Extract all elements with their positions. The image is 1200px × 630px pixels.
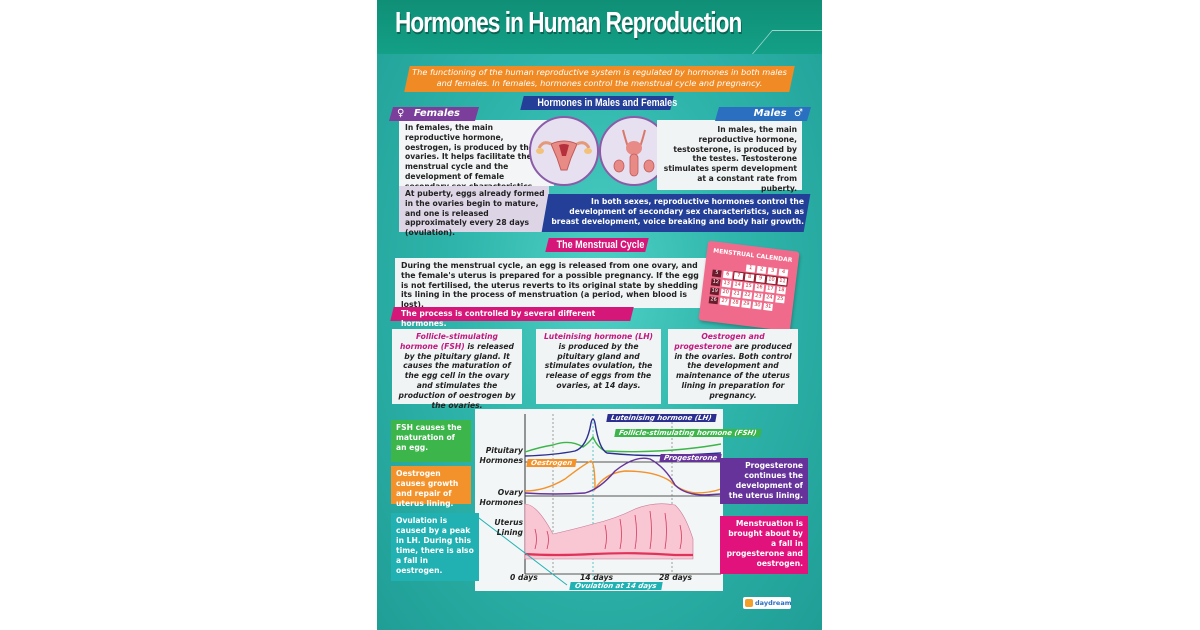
progesterone-callout: Progesterone continues the development o… — [720, 458, 808, 504]
females-panel — [399, 120, 554, 186]
logo-icon — [745, 599, 753, 607]
x-tick-28: 28 days — [659, 573, 693, 582]
females-tag: ♀ Females — [388, 107, 480, 121]
intro-text: The functioning of the human reproductiv… — [412, 67, 787, 88]
male-anatomy-icon — [613, 129, 655, 177]
pituitary-label: Pituitary Hormones — [479, 446, 523, 465]
daydream-logo: daydream — [743, 597, 792, 609]
female-symbol-icon: ♀ — [397, 108, 405, 119]
males-panel — [657, 120, 802, 190]
ovulation-callout: Ovulation is caused by a peak in LH. Dur… — [391, 513, 479, 581]
oestrogen-callout: Oestrogen causes growth and repair of ut… — [391, 466, 471, 508]
title-decoration — [752, 30, 822, 54]
title-bar: Hormones in Human Reproduction — [377, 0, 822, 54]
ovary-label: Ovary Hormones — [479, 488, 523, 507]
ovulation-label: Ovulation at 14 days — [569, 582, 663, 590]
both-sexes-text: In both sexes, reproductive hormones con… — [551, 197, 804, 226]
x-tick-14: 14 days — [580, 573, 614, 582]
females-text: In females, the main reproductive hormon… — [405, 123, 535, 191]
males-text: In males, the main reproductive hormone,… — [663, 125, 797, 193]
female-reproductive-illustration — [529, 116, 599, 186]
menstrual-text-panel — [395, 258, 730, 308]
calendar-grid: 1 2 3 4 5 6 7 8 9 10 11 12 13 14 15 16 1… — [708, 261, 798, 314]
lh-series-label: Luteinising hormone (LH) — [606, 414, 717, 422]
fsh-callout: FSH causes the maturation of an egg. — [391, 420, 471, 462]
poster-title: Hormones in Human Reproduction — [395, 7, 742, 39]
lh-card: Luteinising hormone (LH) is produced by … — [536, 329, 661, 404]
oestrogen-progesterone-card: Oestrogen and progesterone are produced … — [668, 329, 798, 404]
progesterone-series-label: Progesterone — [659, 454, 722, 462]
uterus-label: Uterus Lining — [494, 518, 523, 537]
menstrual-subheader: The process is controlled by several dif… — [401, 309, 596, 328]
females-puberty-panel — [399, 186, 549, 232]
menstruation-callout: Menstruation is brought about by a fall … — [720, 516, 808, 574]
x-tick-0: 0 days — [510, 573, 538, 582]
males-tag: Males ♂ — [714, 107, 812, 121]
poster: Hormones in Human Reproduction The funct… — [377, 0, 822, 630]
females-puberty-text: At puberty, eggs already formed in the o… — [405, 189, 545, 238]
menstrual-cycle-header: The Menstrual Cycle — [545, 238, 649, 252]
hormone-chart-plot — [475, 414, 722, 587]
male-symbol-icon: ♂ — [794, 108, 803, 119]
menstrual-calendar: MENSTRUAL CALENDAR 1 2 3 4 5 6 7 8 9 10 … — [698, 240, 800, 332]
fsh-card: Follicle-stimulating hormone (FSH) is re… — [392, 329, 522, 410]
fsh-series-label: Follicle-stimulating hormone (FSH) — [614, 429, 762, 437]
males-females-header: Hormones in Males and Females — [520, 96, 677, 110]
menstrual-text: During the menstrual cycle, an egg is re… — [401, 261, 699, 310]
uterus-icon — [536, 140, 592, 171]
oestrogen-series-label: Oestrogen — [526, 459, 577, 467]
